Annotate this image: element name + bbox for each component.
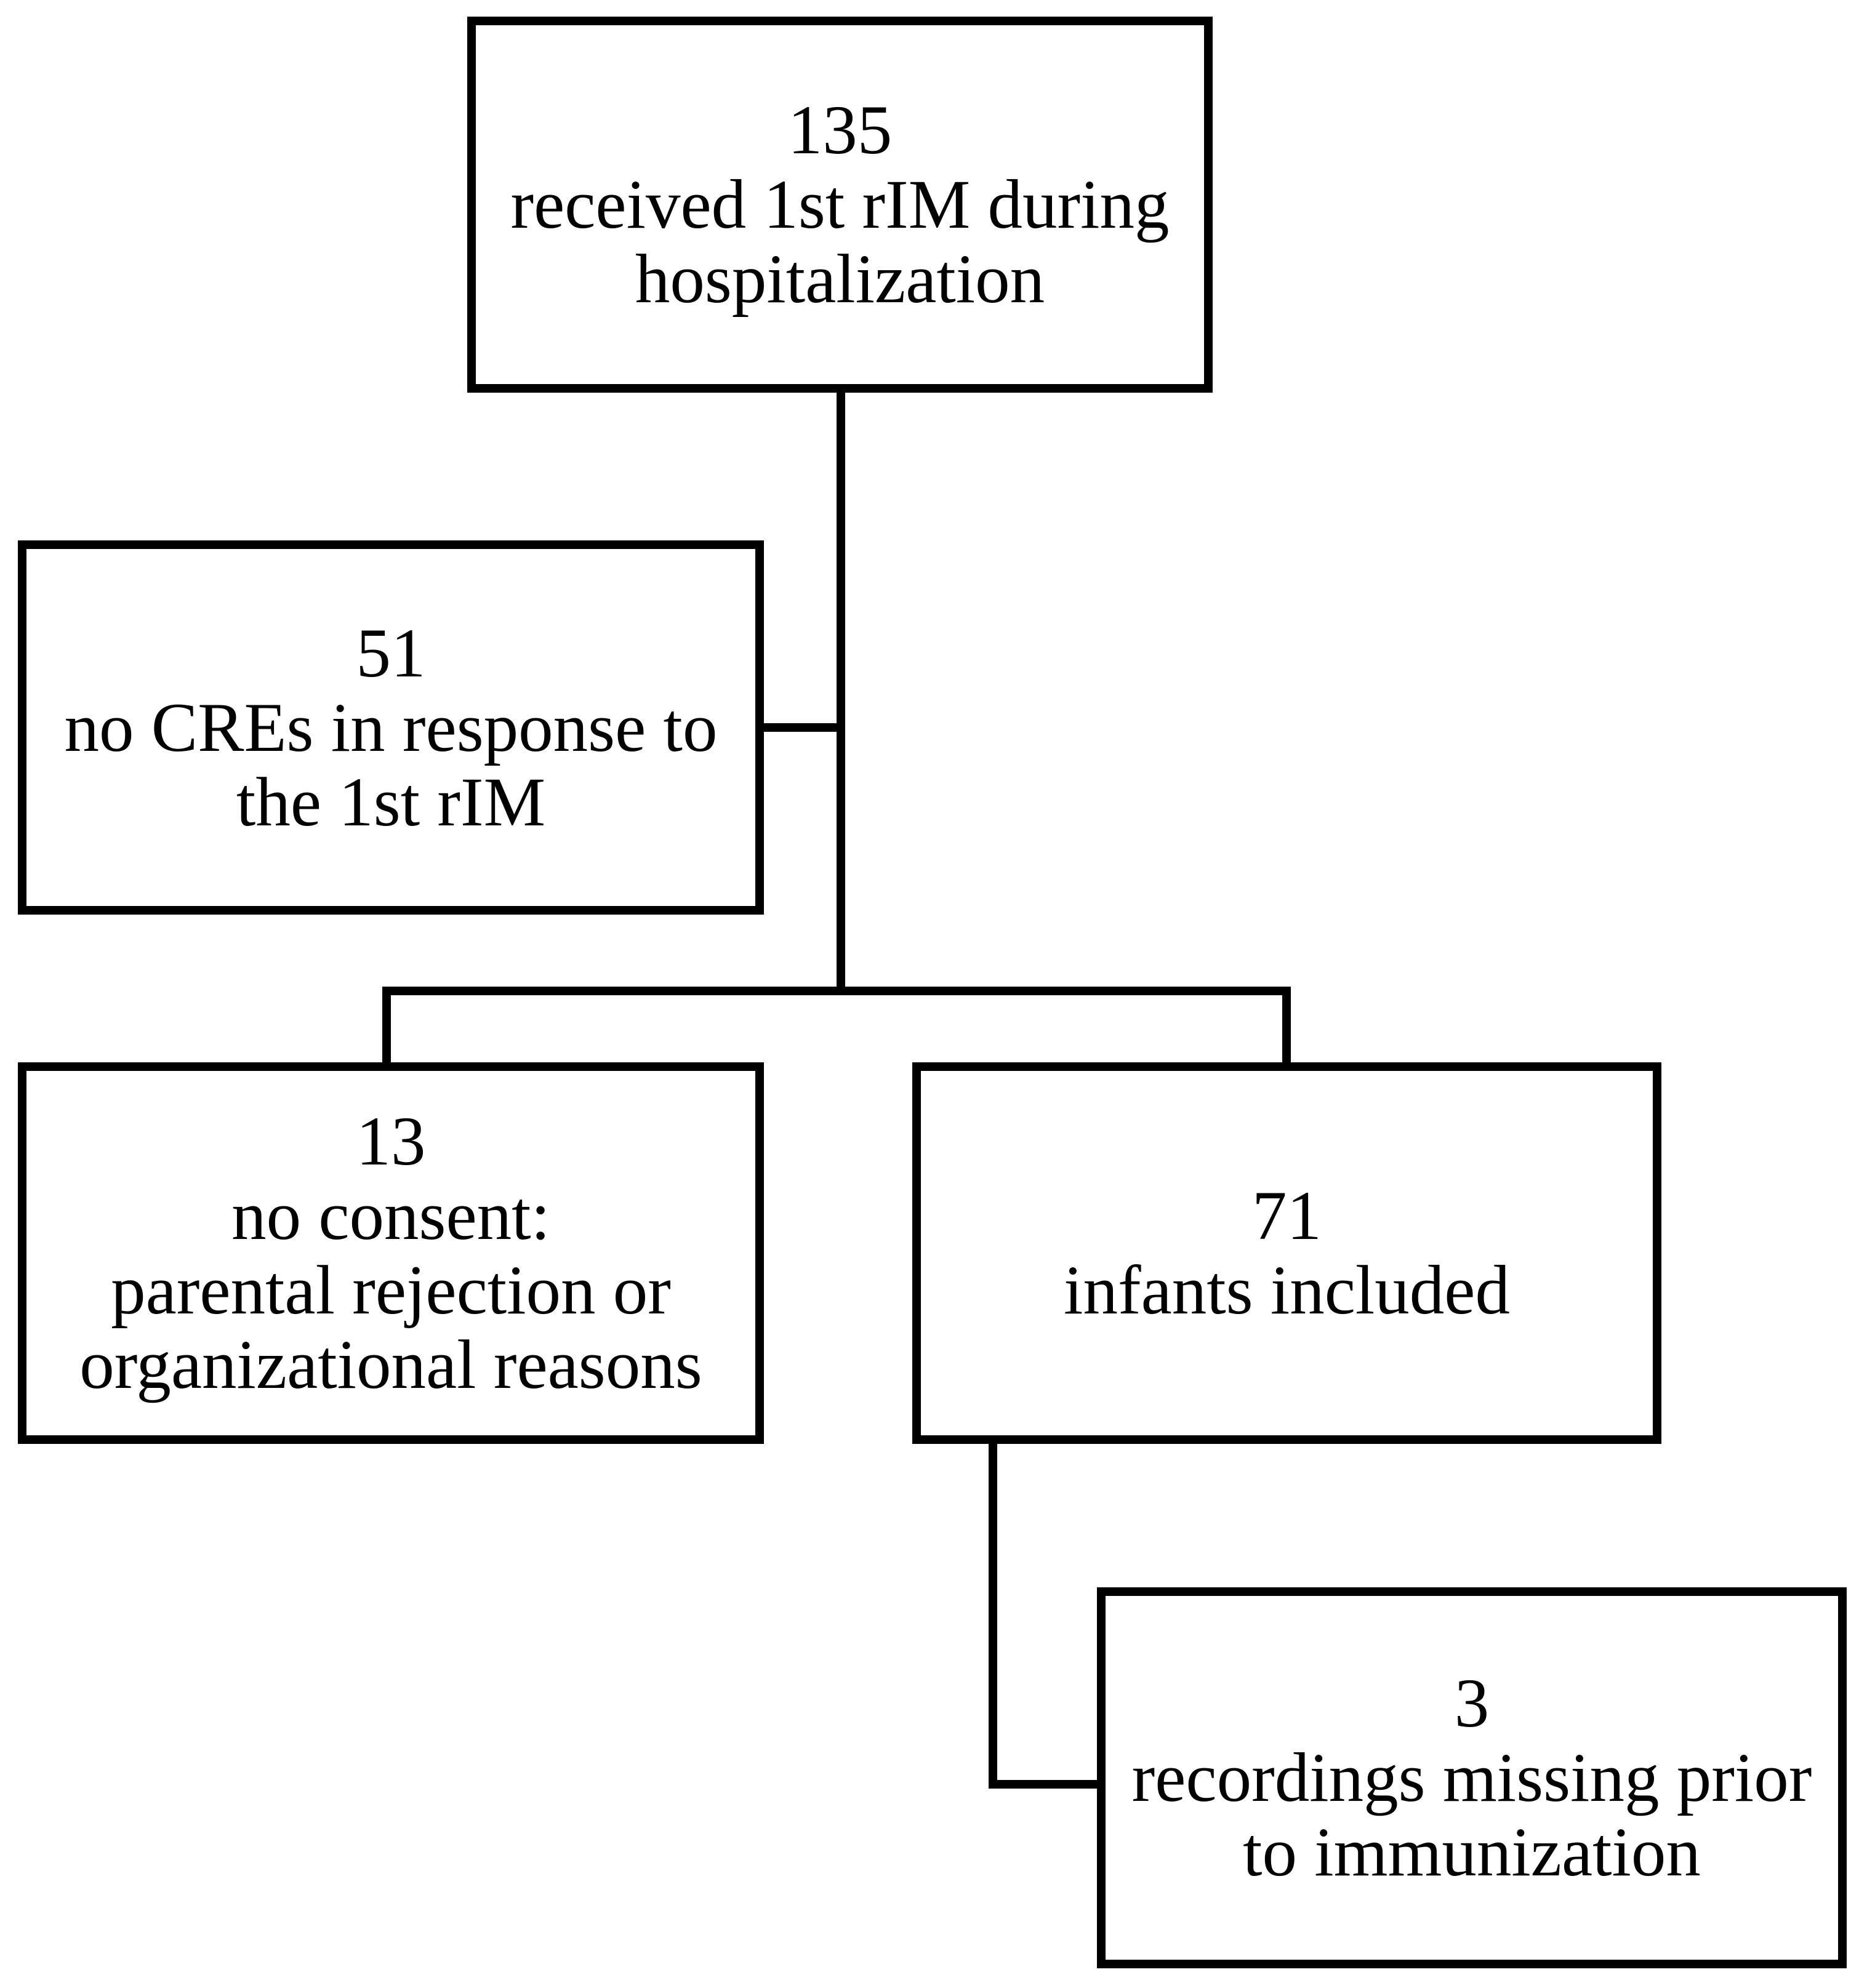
box-count: 3	[1454, 1665, 1490, 1742]
box-count: 71	[1252, 1177, 1322, 1254]
box-label-line: no CREs in response to	[64, 689, 718, 766]
box-label-line: no consent:	[231, 1177, 550, 1254]
connector-no-cres-stub	[764, 723, 845, 732]
box-label-line: received 1st rIM during	[510, 166, 1170, 243]
box-count: 13	[356, 1103, 426, 1180]
flow-box-no-cres: 51 no CREs in response to the 1st rIM	[18, 540, 764, 915]
flow-box-no-consent: 13 no consent: parental rejection or org…	[18, 1062, 764, 1444]
box-label-line: organizational reasons	[79, 1326, 702, 1403]
box-label-line: the 1st rIM	[236, 763, 546, 841]
connector-branch-left-drop	[382, 987, 391, 1062]
box-count: 51	[356, 614, 426, 692]
connector-branch-right-drop	[1282, 987, 1291, 1062]
box-label-line: recordings missing prior	[1131, 1739, 1812, 1816]
box-count: 135	[787, 92, 893, 169]
flow-box-received-1st-rim: 135 received 1st rIM during hospitalizat…	[467, 17, 1213, 393]
box-label-line: to immunization	[1243, 1814, 1701, 1891]
connector-included-to-recordings	[989, 1444, 997, 1789]
box-label-line: hospitalization	[635, 241, 1045, 318]
flow-box-infants-included: 71 infants included	[912, 1062, 1661, 1444]
connector-branch-horizontal	[382, 987, 1291, 995]
connector-recordings-stub	[989, 1780, 1097, 1789]
flow-box-recordings-missing: 3 recordings missing prior to immunizati…	[1097, 1587, 1847, 1968]
box-label-line: infants included	[1064, 1252, 1510, 1329]
box-label-line: parental rejection or	[111, 1252, 671, 1329]
connector-top-box-to-branch	[837, 393, 845, 995]
